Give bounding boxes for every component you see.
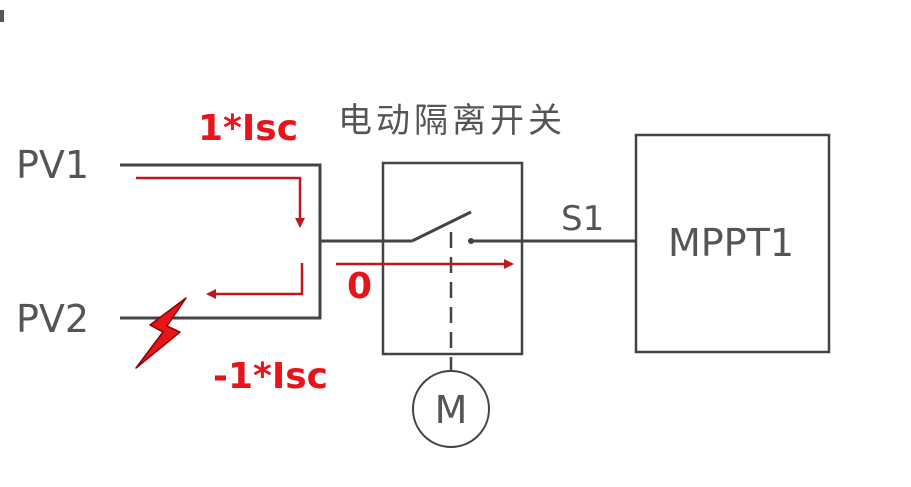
switch-blade (411, 210, 472, 243)
corner-mark (0, 10, 4, 22)
pv1-current-label: 1*Isc (198, 108, 298, 149)
output-current-label: 0 (347, 266, 372, 307)
switch-title: 电动隔离开关 (338, 101, 566, 141)
lightning-fault-icon (135, 297, 187, 369)
mppt-box (634, 133, 831, 354)
mppt-label: MPPT1 (668, 221, 794, 265)
motor-icon (412, 370, 490, 448)
pv1-current-arrow (136, 176, 305, 228)
motor-label: M (435, 388, 468, 432)
s1-label: S1 (561, 199, 604, 239)
pv2-current-label: -1*Isc (213, 356, 328, 397)
pv2-label: PV2 (16, 297, 89, 341)
isolation-switch-box (381, 161, 524, 356)
pv2-current-arrow (206, 263, 304, 299)
pv1-label: PV1 (16, 143, 89, 187)
